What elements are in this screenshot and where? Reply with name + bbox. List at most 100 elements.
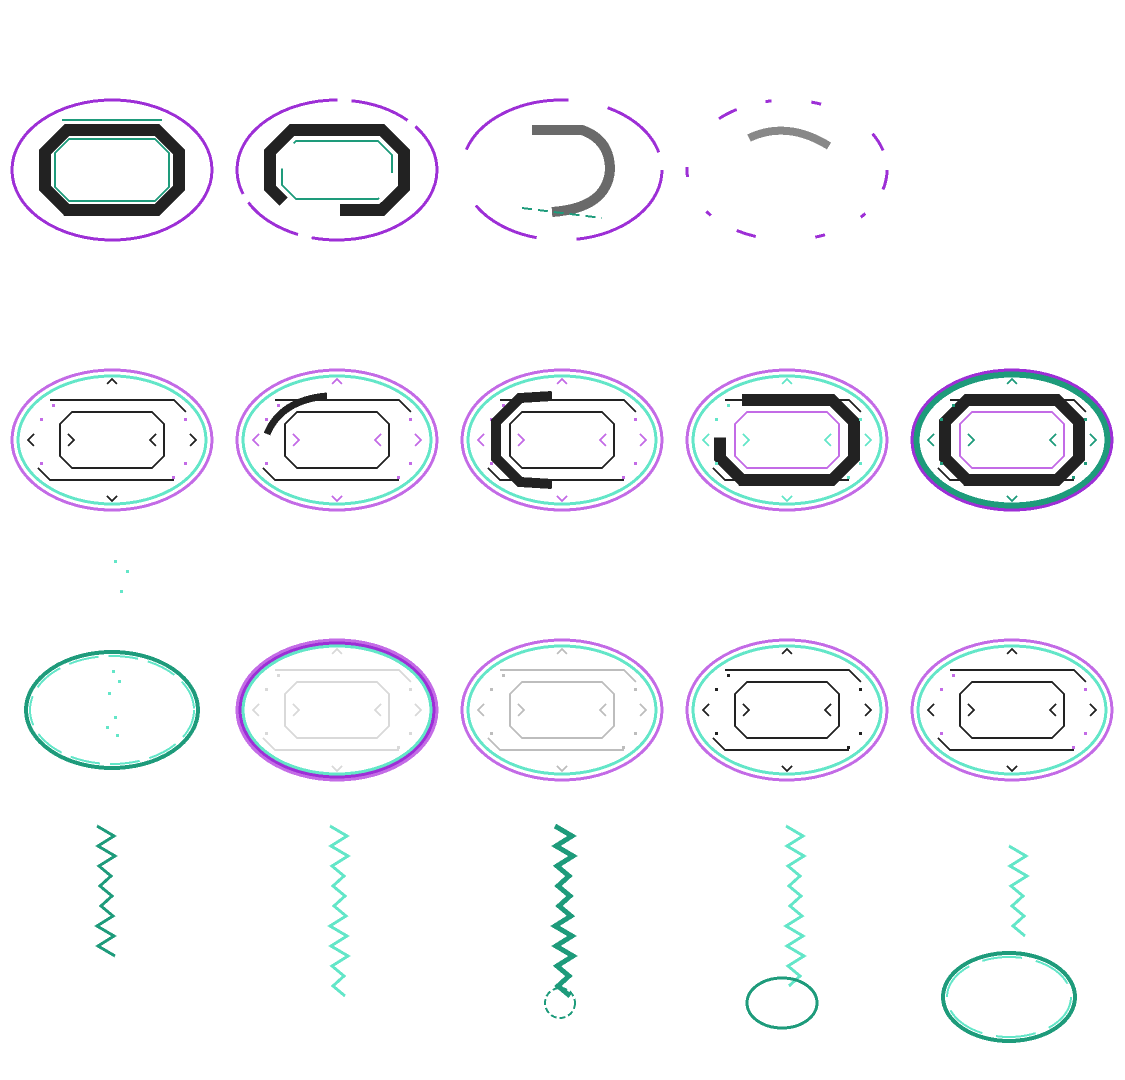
outer-ring xyxy=(685,638,889,782)
chevron-left-icon xyxy=(476,703,485,717)
rune-dot xyxy=(409,732,412,735)
rune-dot xyxy=(490,462,493,465)
chevron-left-icon xyxy=(823,703,832,717)
swirl-arc xyxy=(491,391,553,489)
outer-ring xyxy=(910,368,1114,512)
thick-octagon xyxy=(39,124,185,216)
inner-ring xyxy=(16,374,208,506)
outer-ring xyxy=(460,368,664,512)
chevron-right-icon xyxy=(967,433,976,447)
rune-line xyxy=(937,467,1074,481)
frame-portal-open-4 xyxy=(685,638,889,782)
inner-ring xyxy=(466,644,658,776)
spark-ring-inner xyxy=(29,655,195,765)
chevron-right-icon xyxy=(864,703,873,717)
inner-octagon xyxy=(509,681,615,739)
outer-ring xyxy=(235,638,439,782)
chevron-right-icon xyxy=(742,703,751,717)
spark xyxy=(114,560,117,563)
chevron-right-icon xyxy=(414,703,423,717)
rune-line xyxy=(725,399,862,413)
chevron-up-icon xyxy=(1006,377,1018,385)
frame-portal-close-1 xyxy=(10,98,214,242)
chevron-up-icon xyxy=(331,377,343,385)
rune-line xyxy=(950,669,1087,683)
chevron-right-icon xyxy=(1089,703,1098,717)
rune-dot xyxy=(634,688,637,691)
frame-portal-open-1 xyxy=(24,560,200,770)
chevron-left-icon xyxy=(926,703,935,717)
chevron-left-icon xyxy=(598,703,607,717)
chevron-left-icon xyxy=(1048,433,1057,447)
chevron-up-icon xyxy=(781,377,793,385)
outer-ring xyxy=(10,368,214,512)
frame-bolt-2 xyxy=(327,824,351,998)
inner-ring xyxy=(466,374,658,506)
rune-dot xyxy=(40,418,43,421)
rune-dot xyxy=(1084,462,1087,465)
fading-arc xyxy=(747,126,832,150)
frame-bolt-3 xyxy=(544,823,578,1019)
chevron-right-icon xyxy=(517,703,526,717)
rune-dot xyxy=(634,418,637,421)
spark xyxy=(116,734,119,737)
outer-ring xyxy=(685,98,889,242)
frame-bolt-4 xyxy=(745,824,819,1030)
chevron-up-icon xyxy=(1006,647,1018,655)
inner-octagon xyxy=(284,411,390,469)
rune-dot xyxy=(1072,476,1075,479)
rune-dot xyxy=(940,732,943,735)
rune-line xyxy=(937,737,1074,751)
spawn-ring xyxy=(941,951,1077,1043)
chevron-left-icon xyxy=(926,433,935,447)
lightning-bolt xyxy=(94,824,118,958)
inner-octagon xyxy=(734,411,840,469)
spawn-ring xyxy=(544,987,576,1019)
chevron-up-icon xyxy=(106,377,118,385)
rune-dot xyxy=(940,418,943,421)
rune-dot xyxy=(634,462,637,465)
chevron-down-icon xyxy=(106,495,118,503)
rune-dot xyxy=(265,462,268,465)
chevron-left-icon xyxy=(598,433,607,447)
spawn-ring xyxy=(745,976,819,1030)
spark xyxy=(108,692,111,695)
chevron-right-icon xyxy=(967,703,976,717)
chevron-right-icon xyxy=(414,433,423,447)
rune-dot xyxy=(859,732,862,735)
rune-dot xyxy=(1084,732,1087,735)
chevron-left-icon xyxy=(823,433,832,447)
rune-line xyxy=(487,467,624,481)
outer-ring xyxy=(10,98,214,242)
chevron-up-icon xyxy=(781,647,793,655)
outer-ring xyxy=(911,369,1113,511)
spark xyxy=(118,680,121,683)
lightning-bolt xyxy=(327,824,351,998)
chevron-left-icon xyxy=(701,433,710,447)
chevron-left-icon xyxy=(373,433,382,447)
rune-dot xyxy=(859,688,862,691)
lightning-bolt xyxy=(1007,844,1030,938)
frame-portal-close-2 xyxy=(235,98,439,242)
outer-ring xyxy=(685,368,889,512)
rune-dot xyxy=(940,688,943,691)
frame-portal-open-2 xyxy=(235,638,439,782)
rune-dot xyxy=(622,746,625,749)
rune-dot xyxy=(634,732,637,735)
rune-dot xyxy=(1084,688,1087,691)
chevron-up-icon xyxy=(331,647,343,655)
rune-line xyxy=(487,737,624,751)
chevron-up-icon xyxy=(556,647,568,655)
rune-dot xyxy=(409,418,412,421)
frame-portal-open-3 xyxy=(460,638,664,782)
frame-portal-charge-1 xyxy=(10,368,214,512)
chevron-right-icon xyxy=(67,433,76,447)
rune-dot xyxy=(409,688,412,691)
chevron-left-icon xyxy=(148,433,157,447)
chevron-down-icon xyxy=(556,495,568,503)
rune-dot xyxy=(952,674,955,677)
rune-dot xyxy=(847,746,850,749)
chevron-right-icon xyxy=(292,703,301,717)
inner-ring xyxy=(691,644,883,776)
